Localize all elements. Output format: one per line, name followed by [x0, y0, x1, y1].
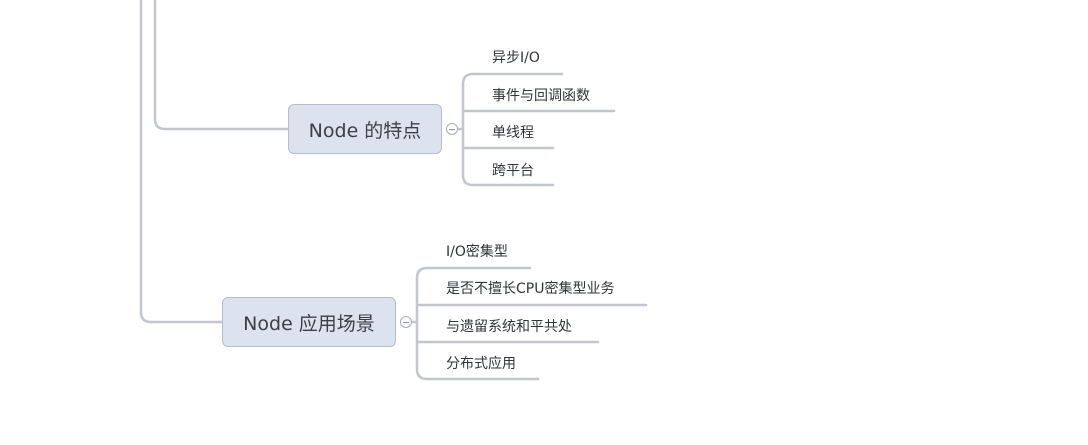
collapse-toggle-icon[interactable] [446, 123, 458, 135]
topic-node-use-cases-label: Node 应用场景 [243, 312, 375, 335]
subtopic-cpu-intensive[interactable]: 是否不擅长CPU密集型业务 [446, 281, 615, 297]
topic-1-branch-connector [456, 72, 475, 187]
topic-node-use-cases[interactable]: Node 应用场景 [222, 297, 396, 347]
topic-node-features-label: Node 的特点 [308, 119, 422, 142]
subtopic-single-thread[interactable]: 单线程 [492, 125, 534, 141]
subtopic-distributed-apps[interactable]: 分布式应用 [446, 356, 516, 372]
trunk-connector-outer [139, 0, 224, 324]
trunk-connector-inner [153, 0, 290, 131]
subtopic-io-intensive[interactable]: I/O密集型 [446, 244, 508, 260]
topic-2-branch-connector [410, 266, 429, 381]
subtopic-events-callbacks[interactable]: 事件与回调函数 [492, 88, 590, 104]
subtopic-async-io[interactable]: 异步I/O [492, 50, 540, 66]
topic-node-features[interactable]: Node 的特点 [288, 104, 442, 154]
collapse-toggle-icon[interactable] [400, 316, 412, 328]
subtopic-legacy-coexist[interactable]: 与遗留系统和平共处 [446, 319, 572, 335]
subtopic-cross-platform[interactable]: 跨平台 [492, 163, 534, 179]
